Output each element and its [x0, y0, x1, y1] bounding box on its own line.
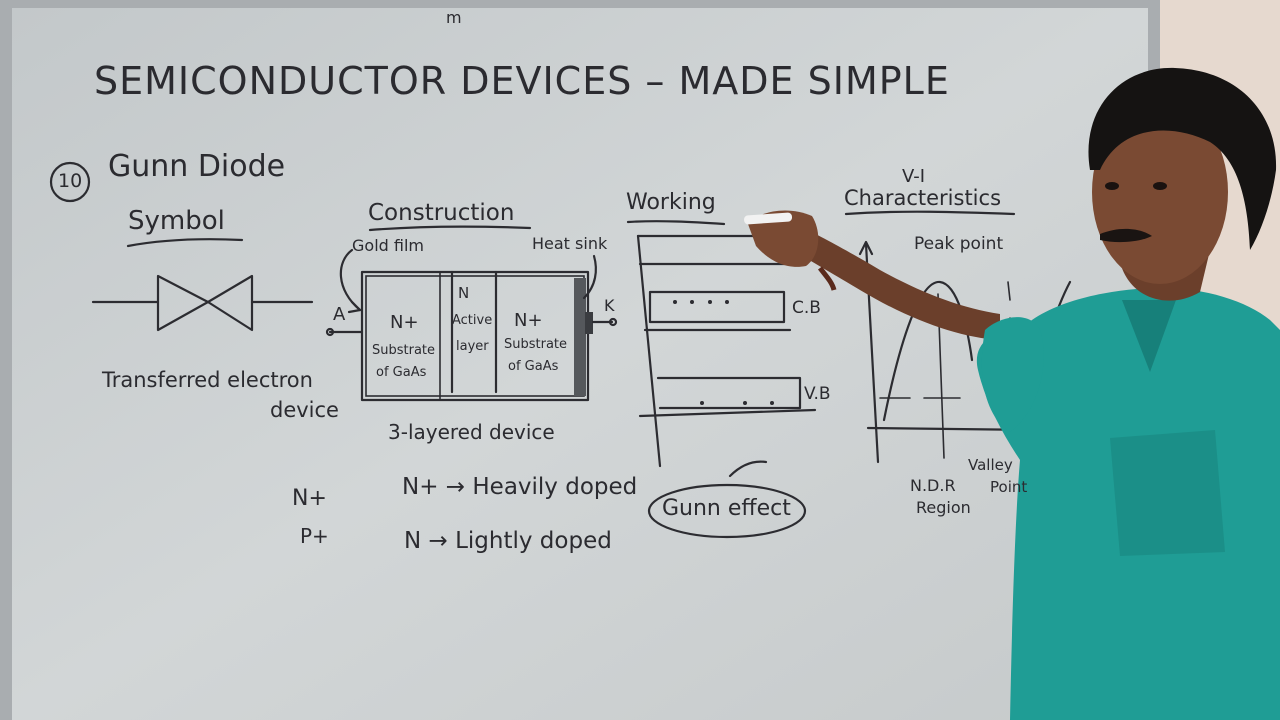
right-layer-text2: of GaAs	[508, 359, 559, 374]
construction-heading: Construction	[368, 200, 515, 226]
symbol-underline	[126, 238, 244, 248]
peak-point-label: Peak point	[914, 234, 1004, 254]
heat-sink-label: Heat sink	[532, 234, 608, 253]
presenter	[744, 67, 1280, 720]
cathode-label: K	[604, 296, 615, 315]
topic-name: Gunn Diode	[108, 149, 286, 184]
gold-film-label: Gold film	[352, 236, 424, 255]
vb-label: V.B	[804, 384, 831, 404]
construction-block	[325, 248, 618, 402]
left-layer-type: N+	[390, 312, 419, 333]
symbol-caption-line2: device	[270, 398, 339, 422]
p-plus-label: P+	[300, 524, 329, 548]
ndr-label-line1: N.D.R	[910, 476, 956, 495]
left-layer-text2: of GaAs	[376, 365, 427, 380]
construction-caption: 3-layered device	[388, 420, 555, 444]
middle-layer-type: N	[458, 284, 470, 302]
gunn-effect-label: Gunn effect	[662, 496, 791, 521]
anode-label: A	[333, 304, 346, 325]
band-diagram	[636, 234, 817, 478]
corner-mark: m	[446, 8, 462, 27]
ndr-label-line2: Region	[916, 498, 971, 517]
vi-heading-line1: V-I	[902, 166, 926, 187]
heavily-doped-line: N+ → Heavily doped	[402, 474, 638, 500]
symbol-heading: Symbol	[128, 206, 225, 236]
left-layer-text1: Substrate	[372, 343, 436, 358]
valley-label-line1: Valley	[968, 456, 1013, 474]
board-title: SEMICONDUCTOR DEVICES – MADE SIMPLE	[94, 59, 950, 103]
vi-heading-line2: Characteristics	[844, 186, 1002, 210]
right-layer-type: N+	[514, 310, 543, 331]
valley-label-line2: Point	[990, 478, 1028, 496]
cb-label: C.B	[792, 298, 821, 318]
middle-layer-text2: layer	[456, 339, 489, 354]
gunn-diode-symbol	[91, 274, 314, 332]
topic-number-circle	[49, 161, 91, 203]
symbol-caption-line1: Transferred electron	[102, 368, 313, 392]
gunn-effect-circle	[647, 483, 807, 539]
n-plus-label: N+	[292, 486, 327, 511]
working-underline	[626, 220, 726, 226]
right-layer-text1: Substrate	[504, 337, 568, 352]
middle-layer-text1: Active	[452, 313, 493, 328]
construction-underline	[368, 225, 532, 232]
lightly-doped-line: N → Lightly doped	[404, 528, 612, 554]
working-heading: Working	[626, 190, 716, 215]
topic-number: 10	[58, 170, 83, 192]
vi-underline	[844, 210, 1016, 216]
